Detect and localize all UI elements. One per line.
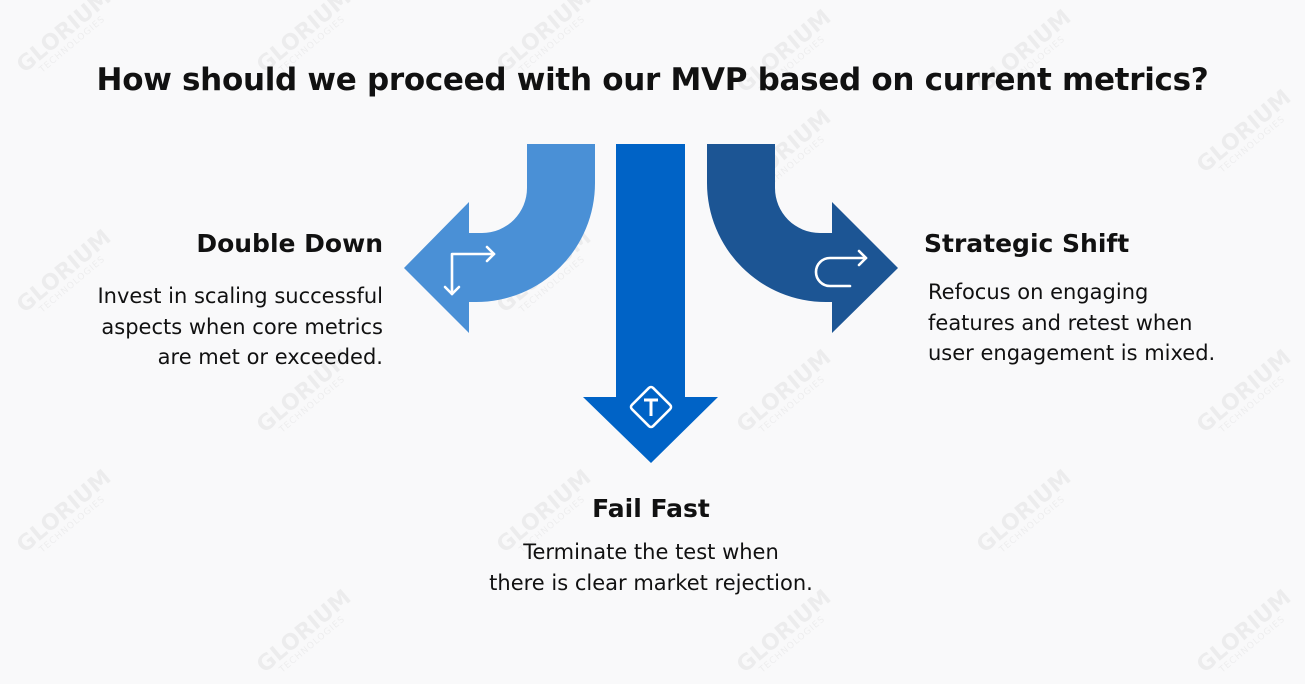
fail-fast-arrow	[583, 144, 718, 463]
text-line: user engagement is mixed.	[928, 341, 1216, 365]
strategic-shift-description: Refocus on engaging features and retest …	[928, 277, 1215, 369]
turn-right-down-arrows-icon	[443, 245, 496, 296]
strategic-shift-heading: Strategic Shift	[924, 229, 1130, 258]
text-line: aspects when core metrics	[101, 314, 383, 339]
text-line: features and retest when	[928, 310, 1193, 335]
double-down-description: Invest in scaling successful aspects whe…	[97, 281, 383, 373]
text-line: there is clear market rejection.	[489, 570, 813, 595]
text-line: are met or exceeded.	[157, 345, 383, 369]
t-diamond-sign-icon	[629, 385, 673, 429]
text-line: Invest in scaling successful	[97, 284, 383, 308]
decision-arrows	[404, 144, 898, 463]
fail-fast-description: Terminate the test when there is clear m…	[401, 537, 901, 598]
double-down-heading: Double Down	[196, 229, 383, 258]
text-line: Refocus on engaging	[928, 280, 1149, 304]
text-line: Terminate the test when	[523, 540, 779, 564]
page-title: How should we proceed with our MVP based…	[96, 62, 1209, 98]
strategic-shift-arrow	[707, 144, 898, 333]
u-turn-arrow-icon	[814, 249, 868, 288]
fail-fast-heading: Fail Fast	[592, 494, 710, 523]
double-down-arrow	[404, 144, 595, 333]
